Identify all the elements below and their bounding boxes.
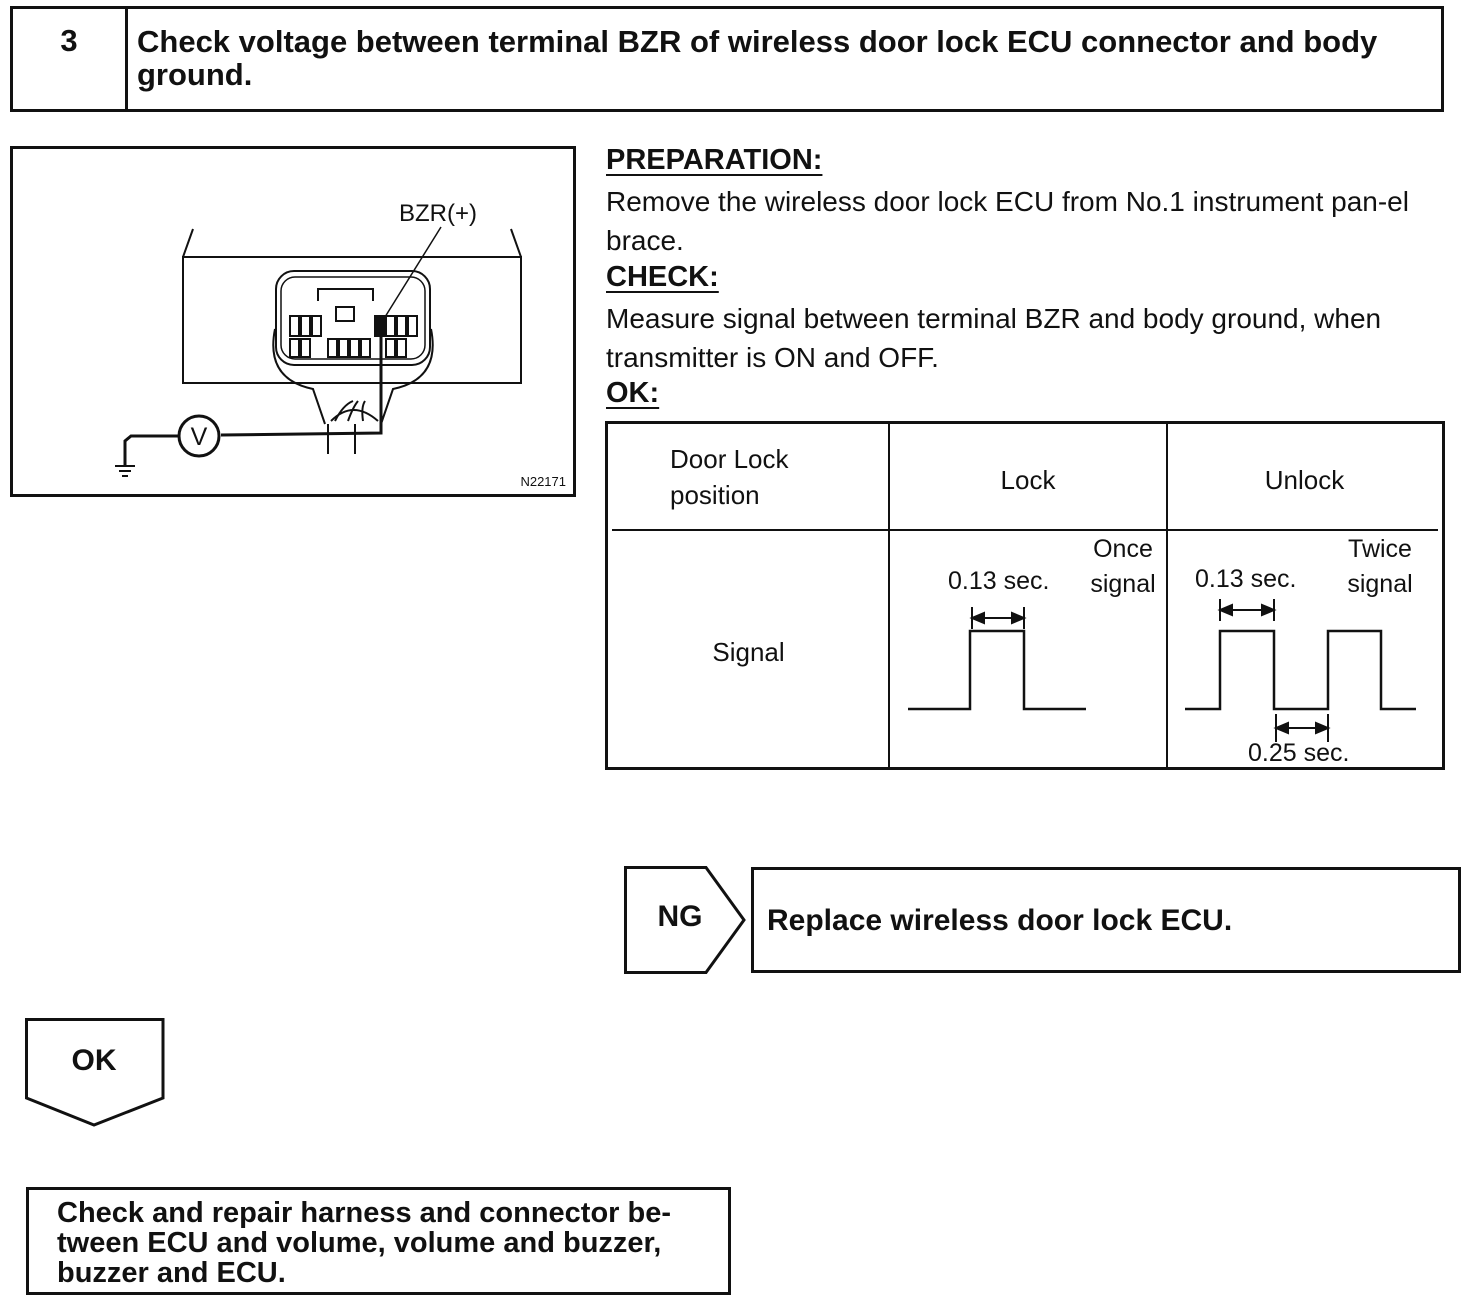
- step-number: 3: [60, 23, 78, 58]
- preparation-text: Remove the wireless door lock ECU from N…: [606, 186, 1409, 256]
- unlock-pulse-width: 0.13 sec.: [1195, 565, 1297, 593]
- connector-illustration: BZR(+) V N22171: [10, 146, 576, 497]
- column-unlock: Unlock: [1264, 465, 1345, 495]
- row-header-signal: Signal: [712, 637, 785, 667]
- ok-action: Check and repair harness and connector b…: [57, 1197, 672, 1289]
- check-text: Measure signal between terminal BZR and …: [606, 303, 1382, 373]
- ok-arrow-icon: [25, 1018, 165, 1127]
- voltmeter-label: V: [191, 423, 208, 451]
- step-header: 3 Check voltage between terminal BZR of …: [10, 6, 1444, 112]
- ng-tag: NG: [624, 866, 746, 974]
- check-heading: CHECK:: [606, 261, 719, 293]
- lock-width-arrow: [969, 607, 1027, 629]
- ok-tag: OK: [25, 1018, 165, 1128]
- connector-housing: [275, 270, 431, 366]
- unlock-gap-arrow: [1273, 714, 1331, 742]
- connector-diagram: BZR(+) V N22171: [115, 200, 566, 489]
- terminal-label: BZR(+): [399, 200, 477, 227]
- row-header-position: Door Lock position: [670, 444, 789, 510]
- ng-action: Replace wireless door lock ECU.: [767, 904, 1233, 937]
- step-title: Check voltage between terminal BZR of wi…: [137, 24, 1378, 92]
- ok-label: OK: [71, 1044, 117, 1077]
- figure-code: N22171: [520, 474, 566, 489]
- spec-table: Door Lock position Lock Unlock Signal 0.…: [605, 421, 1445, 770]
- lock-pulse-width: 0.13 sec.: [948, 567, 1050, 595]
- lock-signal-count: Once signal: [1090, 535, 1156, 598]
- ecu-body: [182, 256, 522, 384]
- spec-table-grid: [612, 424, 1438, 767]
- ng-label: NG: [657, 900, 703, 933]
- unlock-gap: 0.25 sec.: [1248, 739, 1350, 767]
- unlock-width-arrow: [1217, 599, 1277, 621]
- step-number-cell: 3: [13, 9, 128, 109]
- ok-spec-heading: OK:: [606, 377, 660, 409]
- lock-waveform: [908, 629, 1086, 711]
- ok-result-box: Check and repair harness and connector b…: [26, 1187, 731, 1295]
- unlock-waveform: [1185, 629, 1416, 711]
- ng-arrow-icon: [624, 866, 746, 974]
- ng-result-box: Replace wireless door lock ECU.: [751, 867, 1461, 973]
- voltmeter-icon: [177, 414, 221, 458]
- unlock-signal-count: Twice signal: [1347, 535, 1413, 598]
- column-lock: Lock: [1000, 465, 1056, 495]
- preparation-heading: PREPARATION:: [606, 144, 823, 176]
- bzr-terminal: [375, 317, 387, 335]
